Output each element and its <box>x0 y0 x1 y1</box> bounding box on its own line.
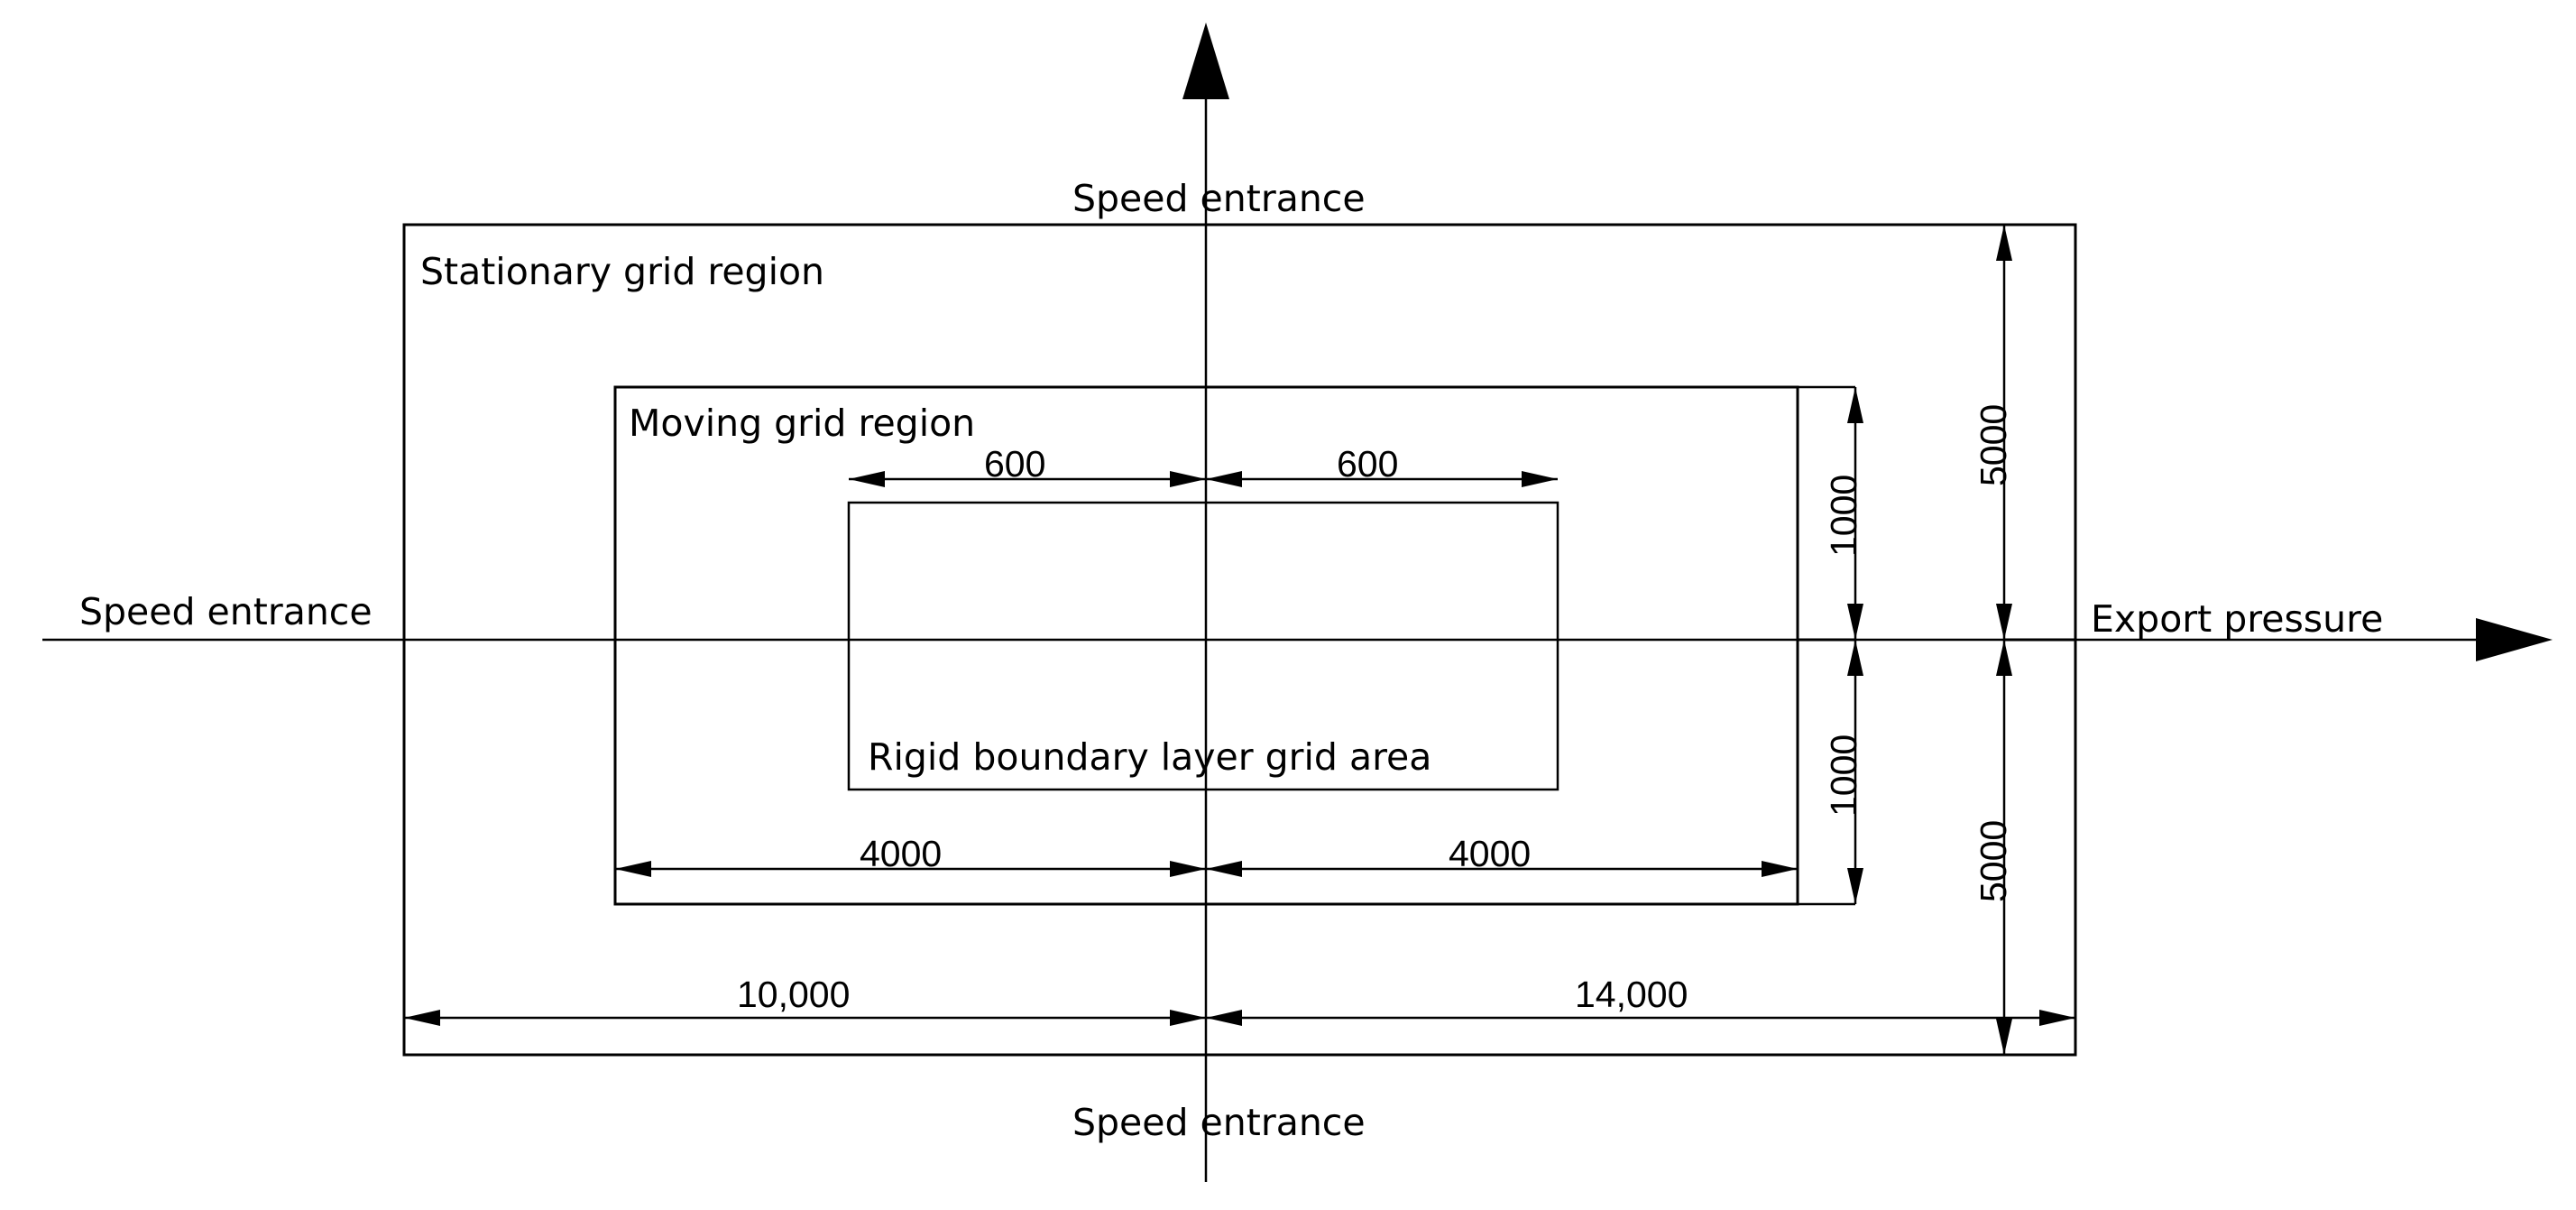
moving-left-dim-arrow-start <box>615 861 651 877</box>
stationary-region-label: Stationary grid region <box>420 250 824 293</box>
moving-upper-dim-arrow-end <box>1847 604 1863 640</box>
moving-height-dimensions: 1000 1000 <box>1798 385 1864 906</box>
rigid-right-dim-arrow-end <box>1522 471 1558 487</box>
moving-grid-region: Moving grid region <box>613 385 1799 906</box>
axes <box>42 23 2553 1182</box>
stationary-width-dimensions: 10,000 14,000 <box>404 974 2075 1026</box>
moving-left-dim-arrow-end <box>1170 861 1206 877</box>
stationary-upper-dim-arrow-end <box>1996 604 2012 640</box>
rigid-left-dim-arrow-start <box>849 471 885 487</box>
moving-upper-dim-arrow-start <box>1847 387 1863 423</box>
moving-lower-height-label: 1000 <box>1823 734 1864 817</box>
rigid-right-dim-arrow-start <box>1206 471 1242 487</box>
moving-region-label: Moving grid region <box>629 402 975 445</box>
boundary-labels: Speed entrance Speed entrance Speed entr… <box>79 177 2383 1144</box>
vertical-axis-arrowhead <box>1182 23 1229 99</box>
stationary-right-dim-arrow-end <box>2039 1010 2075 1026</box>
stationary-upper-height-label: 5000 <box>1973 404 2014 486</box>
moving-width-dimensions: 4000 4000 <box>615 833 1798 877</box>
stationary-upper-dim-arrow-start <box>1996 225 2012 261</box>
rigid-left-width-label: 600 <box>984 443 1045 485</box>
speed-entrance-bottom-label: Speed entrance <box>1072 1101 1366 1144</box>
rigid-area-box <box>847 501 1559 791</box>
stationary-lower-dim-arrow-start <box>1996 640 2012 676</box>
moving-right-width-label: 4000 <box>1449 833 1531 874</box>
stationary-lower-dim-arrow-end <box>1996 1019 2012 1055</box>
stationary-lower-height-label: 5000 <box>1973 820 2014 902</box>
stationary-left-width-label: 10,000 <box>737 974 850 1015</box>
horizontal-axis-arrowhead <box>2476 618 2553 661</box>
rigid-right-width-label: 600 <box>1337 443 1398 485</box>
moving-lower-dim-arrow-end <box>1847 868 1863 904</box>
moving-right-dim-arrow-start <box>1206 861 1242 877</box>
moving-region-box <box>613 385 1799 906</box>
moving-left-width-label: 4000 <box>860 833 942 874</box>
rigid-area-label: Rigid boundary layer grid area <box>868 735 1431 779</box>
moving-upper-height-label: 1000 <box>1823 475 1864 557</box>
stationary-left-dim-arrow-end <box>1170 1010 1206 1026</box>
speed-entrance-left-label: Speed entrance <box>79 590 373 633</box>
stationary-right-width-label: 14,000 <box>1575 974 1688 1015</box>
speed-entrance-top-label: Speed entrance <box>1072 177 1366 220</box>
stationary-height-dimensions: 5000 5000 <box>1973 223 2075 1055</box>
rigid-width-dimensions: 600 600 <box>849 443 1558 487</box>
moving-lower-dim-arrow-start <box>1847 640 1863 676</box>
rigid-boundary-layer-area: Rigid boundary layer grid area <box>847 501 1559 791</box>
moving-right-dim-arrow-end <box>1762 861 1798 877</box>
stationary-left-dim-arrow-start <box>404 1010 440 1026</box>
export-pressure-label: Export pressure <box>2091 597 2383 641</box>
stationary-right-dim-arrow-start <box>1206 1010 1242 1026</box>
rigid-left-dim-arrow-end <box>1170 471 1206 487</box>
